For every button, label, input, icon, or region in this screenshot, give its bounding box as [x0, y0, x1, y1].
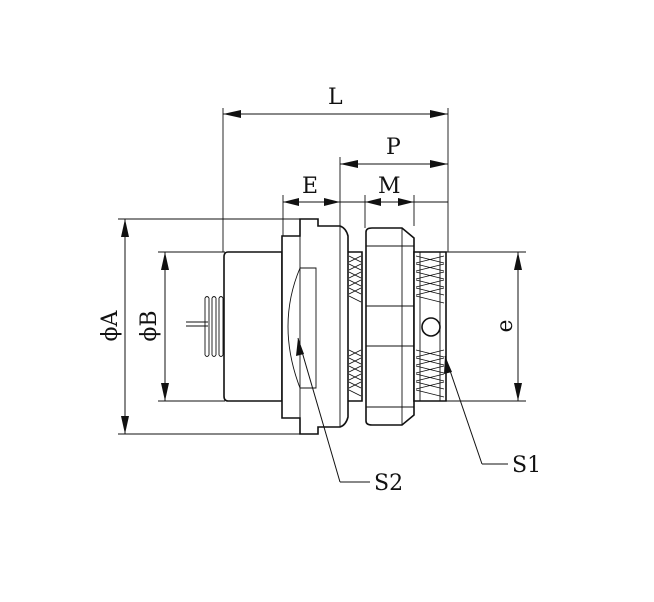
label-S2: S2: [374, 471, 403, 496]
dimension-E: E: [283, 174, 340, 206]
dimension-M: M: [340, 174, 448, 206]
dimension-phiB: ϕB: [137, 252, 169, 401]
callout-S1: S1: [444, 355, 541, 478]
extension-lines: [118, 108, 526, 435]
callout-S2: S2: [296, 337, 403, 496]
dimension-e: e: [493, 252, 522, 401]
label-E: E: [302, 174, 318, 199]
rear-housing: [223, 251, 283, 402]
flange: [281, 218, 349, 435]
key-hole: [421, 317, 441, 337]
label-phiB: ϕB: [137, 310, 162, 341]
front-thread: [415, 252, 445, 401]
solder-pins: [186, 296, 224, 357]
label-M: M: [378, 174, 401, 199]
flange-thread: [348, 251, 363, 402]
panel-nut: [365, 227, 415, 426]
label-phiA: ϕA: [98, 309, 123, 341]
label-L: L: [328, 85, 343, 110]
dimension-phiA: ϕA: [98, 219, 129, 434]
label-P: P: [386, 135, 401, 160]
label-e: e: [493, 319, 518, 332]
front-thread-body: [413, 251, 447, 402]
label-S1: S1: [512, 453, 541, 478]
dimension-L: L: [223, 85, 448, 118]
dimension-P: P: [340, 135, 448, 168]
